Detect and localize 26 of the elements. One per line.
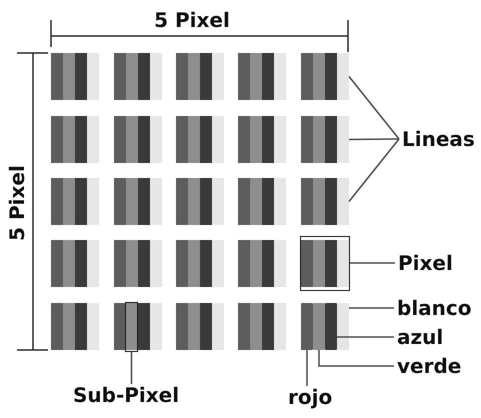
leader-line [337,336,394,338]
sub-pixel-strip [313,303,325,350]
pixel-drawing [301,116,349,163]
callout-label: Sub-Pixel [73,384,180,406]
leader-line [306,350,308,386]
leader-line [130,352,132,384]
dimension-label: 5 Pixel [6,165,28,241]
leader-line [349,307,394,309]
leader-line [350,262,395,264]
sub-pixel-frame [125,302,138,352]
callout-label: Lineas [402,128,475,150]
pixel-drawing [301,178,349,225]
leader-line [349,138,399,140]
leader-line [348,76,400,140]
callout-label: rojo [288,386,332,408]
callout-label: verde [397,355,462,377]
leader-line [318,350,394,367]
pixel-drawing [301,53,349,100]
callout-label: azul [397,326,444,348]
sub-pixel-strip [325,303,337,350]
sub-pixel-strip [337,303,349,350]
dimension-label: 5 Pixel [154,9,230,31]
callout-label: blanco [397,297,472,319]
sub-pixel-strip [301,303,313,350]
callout-label: Pixel [398,252,453,274]
leader-line [348,138,400,202]
